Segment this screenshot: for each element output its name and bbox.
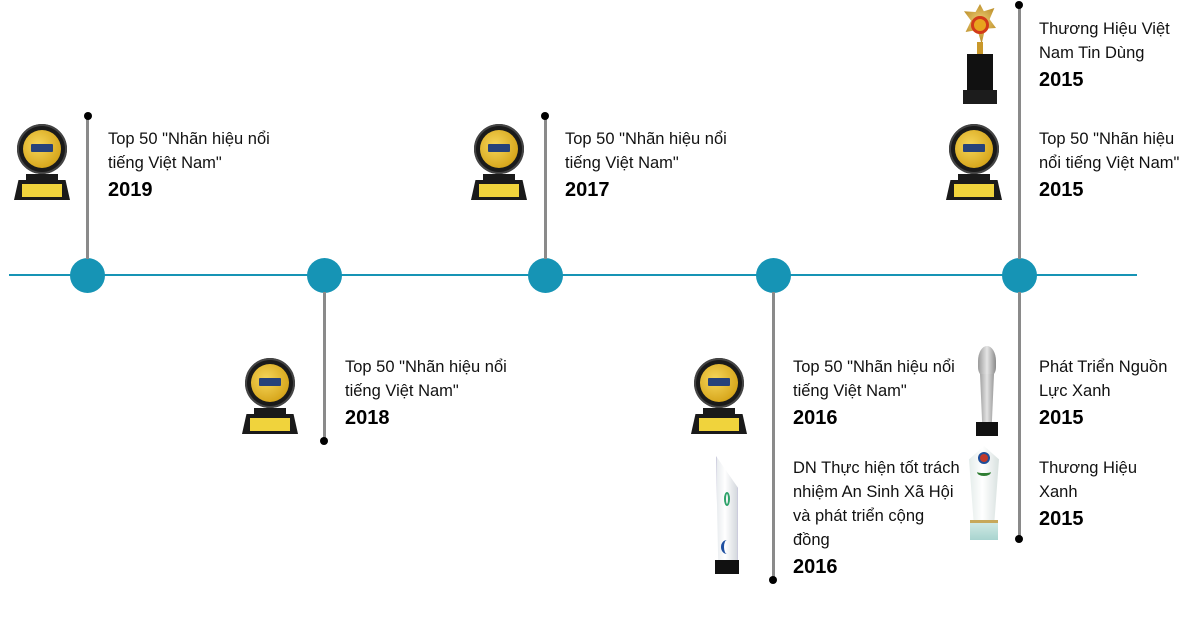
entry-year: 2019 [108,179,153,201]
timeline-entry-2015-tin-dung: Thương Hiệu Việt Nam Tin Dùng 2015 [1039,17,1189,93]
stem-dot-2016 [769,576,777,584]
crystal-slant-trophy-icon [714,456,740,576]
stem-dot-2017 [541,112,549,120]
timeline-entry-2015-top50: Top 50 "Nhãn hiệu nổi tiếng Việt Nam" 20… [1039,127,1193,203]
timeline-entry-2017: Top 50 "Nhãn hiệu nổi tiếng Việt Nam" 20… [565,127,755,203]
entry-year: 2015 [1039,69,1084,91]
timeline-entry-2016-csr: DN Thực hiện tốt trách nhiệm An Sinh Xã … [793,456,963,580]
timeline-axis [9,274,1137,276]
stem-2016 [772,292,775,579]
entry-label: Top 50 "Nhãn hiệu nổi tiếng Việt Nam" [345,358,507,400]
entry-label: Top 50 "Nhãn hiệu nổi tiếng Việt Nam" [1039,130,1180,172]
entry-label: Top 50 "Nhãn hiệu nổi tiếng Việt Nam" [565,130,727,172]
gold-cup-trophy-icon [962,2,998,106]
timeline-entry-2016-top50: Top 50 "Nhãn hiệu nổi tiếng Việt Nam" 20… [793,355,983,431]
entry-year: 2017 [565,179,610,201]
stem-2015-above [1018,6,1021,259]
timeline-entry-2019: Top 50 "Nhãn hiệu nổi tiếng Việt Nam" 20… [108,127,298,203]
round-award-icon [946,124,1002,200]
entry-label: Thương Hiệu Xanh [1039,459,1137,501]
timeline-node-2018[interactable] [307,258,342,293]
entry-year: 2016 [793,556,838,578]
entry-label: DN Thực hiện tốt trách nhiệm An Sinh Xã … [793,459,960,549]
entry-year: 2018 [345,407,390,429]
timeline-node-2015[interactable] [1002,258,1037,293]
entry-year: 2015 [1039,508,1084,530]
round-award-icon [691,358,747,434]
stem-dot-2015-above [1015,1,1023,9]
stem-dot-2015-below [1015,535,1023,543]
stem-2017 [544,117,547,259]
stem-2019 [86,117,89,259]
stem-dot-2018 [320,437,328,445]
timeline-entry-2015-nguon-luc-xanh: Phát Triển Nguồn Lực Xanh 2015 [1039,355,1189,431]
round-award-icon [471,124,527,200]
entry-label: Thương Hiệu Việt Nam Tin Dùng [1039,20,1170,62]
entry-label: Top 50 "Nhãn hiệu nổi tiếng Việt Nam" [793,358,955,400]
entry-label: Top 50 "Nhãn hiệu nổi tiếng Việt Nam" [108,130,270,172]
entry-year: 2016 [793,407,838,429]
round-award-icon [14,124,70,200]
timeline-entry-2015-thuong-hieu-xanh: Thương Hiệu Xanh 2015 [1039,456,1169,532]
crystal-cup-trophy-icon [975,346,999,438]
stem-2015-below [1018,292,1021,538]
entry-label: Phát Triển Nguồn Lực Xanh [1039,358,1168,400]
stem-2018 [323,292,326,440]
timeline-node-2017[interactable] [528,258,563,293]
crystal-shield-trophy-icon [969,446,999,542]
timeline-node-2016[interactable] [756,258,791,293]
round-award-icon [242,358,298,434]
timeline-node-2019[interactable] [70,258,105,293]
stem-dot-2019 [84,112,92,120]
entry-year: 2015 [1039,179,1084,201]
timeline-entry-2018: Top 50 "Nhãn hiệu nổi tiếng Việt Nam" 20… [345,355,535,431]
entry-year: 2015 [1039,407,1084,429]
